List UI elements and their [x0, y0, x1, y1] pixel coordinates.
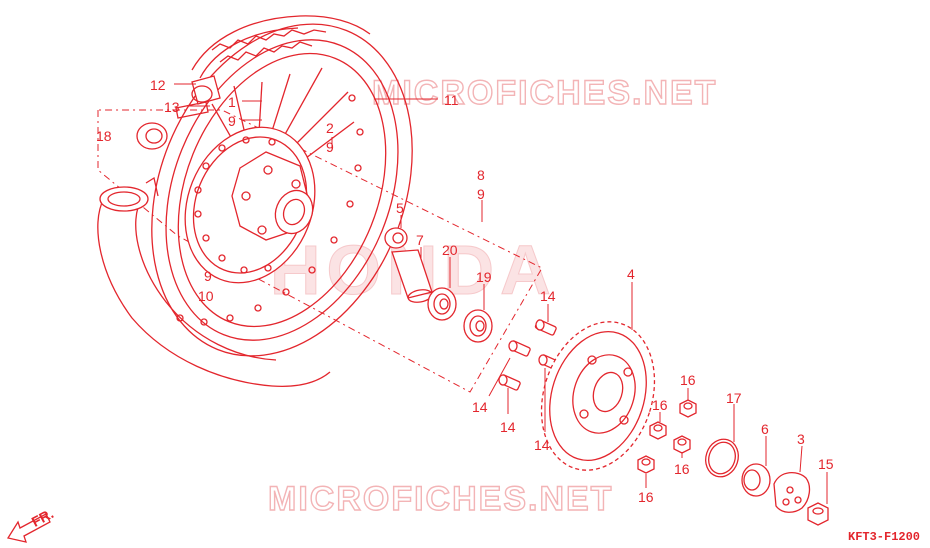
watermark-top: MICROFICHES.NET	[372, 74, 717, 112]
sprocket-nuts-icon	[637, 399, 697, 474]
callout-11: 11	[444, 92, 459, 108]
callout-16-a: 16	[680, 372, 696, 388]
front-direction-arrow-icon: FR.	[6, 505, 56, 543]
front-direction-label: FR.	[29, 505, 56, 530]
callout-7: 7	[416, 232, 424, 248]
callout-14-a: 14	[540, 288, 556, 304]
axle-collar-icon	[384, 227, 408, 249]
callout-14-b: 14	[472, 399, 488, 415]
exploded-view-boundary	[97, 109, 543, 393]
callout-12: 12	[150, 77, 166, 93]
callout-leaders	[174, 83, 828, 504]
final-driven-sprocket-icon	[540, 321, 656, 471]
callout-9-d: 9	[204, 268, 212, 284]
diagram-code: KFT3-F1200	[848, 530, 920, 544]
dust-seal-icon	[136, 122, 168, 150]
callout-16-b: 16	[652, 397, 668, 413]
axle-nut-icon	[807, 502, 829, 526]
callout-14-d: 14	[534, 437, 550, 453]
callout-17: 17	[726, 390, 742, 406]
watermark-bottom: MICROFICHES.NET	[268, 480, 613, 518]
callout-20: 20	[442, 242, 458, 258]
bearing-19-icon	[463, 309, 493, 343]
callout-4: 4	[627, 266, 635, 282]
callout-8: 8	[477, 167, 485, 183]
callout-15: 15	[818, 456, 834, 472]
tire-icon	[97, 176, 331, 388]
callout-5: 5	[396, 200, 404, 216]
callout-13: 13	[164, 99, 180, 115]
wheel-rim-icon	[151, 15, 413, 357]
wheel-hub-icon	[184, 126, 316, 284]
callout-18: 18	[96, 128, 112, 144]
callout-16-d: 16	[638, 489, 654, 505]
callout-6: 6	[761, 421, 769, 437]
callout-3: 3	[797, 431, 805, 447]
callout-16-c: 16	[674, 461, 690, 477]
callout-9-b: 9	[326, 139, 334, 155]
lock-plate-icon	[773, 472, 811, 513]
driven-flange-collar-icon	[741, 463, 771, 497]
callout-2: 2	[326, 120, 334, 136]
callout-labels: 12 13 1 9 18 11 2 9 8 9 5 7 20 19 4 9 10…	[96, 77, 834, 505]
callout-14-c: 14	[500, 419, 516, 435]
callout-9-a: 9	[228, 113, 236, 129]
callout-19: 19	[476, 269, 492, 285]
snap-ring-icon	[705, 438, 739, 478]
callout-10: 10	[198, 288, 214, 304]
valve-cap-icon	[191, 75, 221, 105]
callout-9-c: 9	[477, 186, 485, 202]
callout-1: 1	[228, 94, 236, 110]
bearing-20-icon	[427, 287, 457, 321]
